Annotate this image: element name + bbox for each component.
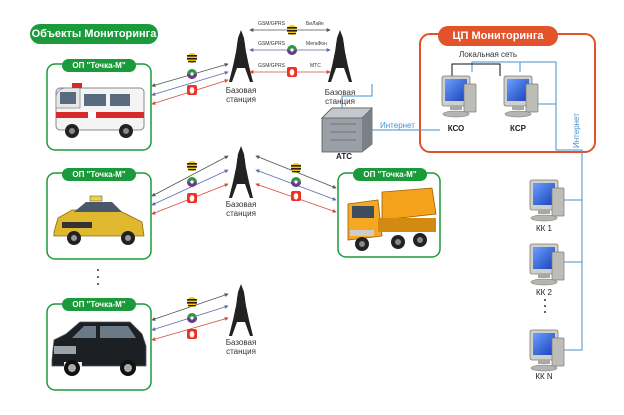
station-label-line1: Базовая: [225, 86, 257, 95]
station-label-line2: станция: [226, 95, 256, 104]
megafon-logo-icon: [291, 177, 301, 187]
object-label: ОП "Точка-М": [62, 168, 136, 181]
base-station-tower-1: [228, 29, 254, 83]
gsm-label: GSM/GPRS: [258, 41, 285, 47]
ambulance-vehicle: [55, 83, 145, 138]
internet-label-vertical: Интернет: [572, 113, 581, 148]
objects-title: Объекты Мониторинга: [30, 24, 158, 44]
center-title: ЦП Мониторинга: [438, 26, 558, 46]
lan-label: Локальная сеть: [458, 50, 518, 59]
megafon-logo-icon: [187, 313, 197, 323]
truck-vehicle: [347, 187, 437, 251]
taxi-vehicle: [53, 195, 145, 245]
object-label: ОП "Точка-М": [62, 59, 136, 72]
station-label-line1: Базовая: [225, 338, 257, 347]
object-label: ОП "Точка-М": [62, 298, 136, 311]
mts-logo-icon: [187, 85, 197, 95]
kk2-label: КК 2: [536, 288, 552, 297]
beeline-logo-icon: [287, 25, 297, 35]
base-station-label: Базовая станция: [221, 338, 261, 356]
kk1-computer-icon: [529, 179, 565, 222]
beeline-logo-icon: [187, 53, 197, 63]
station-label-line1: Базовая: [324, 88, 356, 97]
ellipsis-dots: [97, 269, 546, 313]
mts-label: МТС: [310, 63, 321, 69]
beeline-logo-icon: [187, 297, 197, 307]
base-station-tower-2: [327, 29, 353, 83]
base-station-tower-3: [228, 145, 254, 199]
gsm-label: GSM/GPRS: [258, 63, 285, 69]
beeline-label: БиЛайн: [306, 21, 324, 27]
mts-logo-icon: [287, 67, 297, 77]
beeline-logo-icon: [291, 163, 301, 173]
station-label-line2: станция: [226, 209, 256, 218]
megafon-label: МегаФон: [306, 41, 327, 47]
ats-building-icon: [321, 107, 373, 153]
ats-label: АТС: [335, 152, 353, 161]
megafon-logo-icon: [287, 45, 297, 55]
base-station-tower-4: [228, 283, 254, 337]
gsm-label: GSM/GPRS: [258, 21, 285, 27]
lan-lines: [451, 63, 501, 76]
base-station-label: Базовая станция: [221, 200, 261, 218]
kk2-computer-icon: [529, 243, 565, 286]
internet-label-horizontal: Интернет: [380, 121, 415, 130]
object-label: ОП "Точка-М": [353, 168, 427, 181]
station-label-line2: станция: [325, 97, 355, 106]
mts-logo-icon: [187, 193, 197, 203]
beeline-logo-icon: [187, 161, 197, 171]
mts-logo-icon: [187, 329, 197, 339]
kso-label: КСО: [447, 124, 465, 133]
megafon-logo-icon: [187, 69, 197, 79]
suv-vehicle: [51, 321, 147, 376]
ksr-label: КСР: [510, 124, 526, 133]
kkn-label: КК N: [535, 372, 553, 381]
kk1-label: КК 1: [536, 224, 552, 233]
base-station-label: Базовая станция: [320, 88, 360, 106]
mts-logo-icon: [291, 191, 301, 201]
station-label-line1: Базовая: [225, 200, 257, 209]
station-label-line2: станция: [226, 347, 256, 356]
kkn-computer-icon: [529, 329, 565, 372]
base-station-label: Базовая станция: [221, 86, 261, 104]
megafon-logo-icon: [187, 177, 197, 187]
